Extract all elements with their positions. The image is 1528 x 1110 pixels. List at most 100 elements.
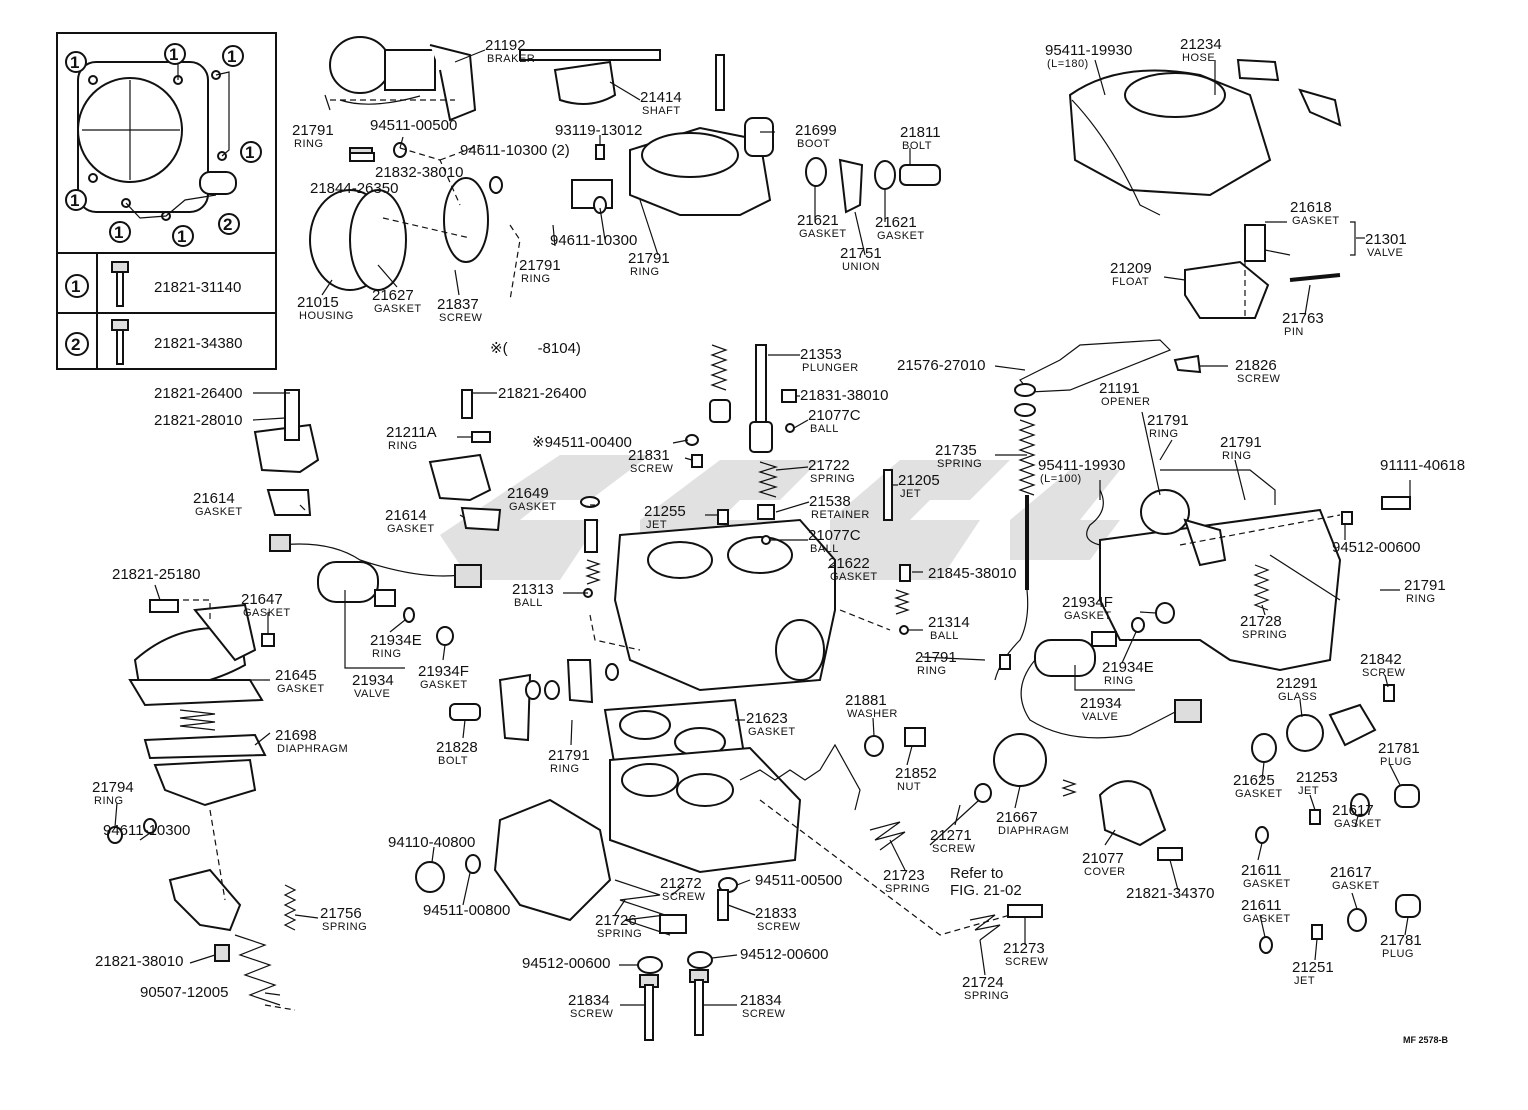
part-number: 21077C [808,527,861,544]
part-number: 21614 [385,507,427,524]
inset-callouts: 1 1 1 1 1 1 1 2 [65,43,262,247]
part-number: 21756 [320,905,362,922]
part-name: GASKET [799,228,847,240]
part-number: 21934 [1080,695,1122,712]
part-name: GASKET [748,726,796,738]
svg-text:1: 1 [70,191,79,210]
part-number: 94511-00500 [370,117,457,134]
leader-lines [114,49,1411,1011]
part-name: (L=180) [1047,58,1089,70]
part-number: 93119-13012 [555,122,642,139]
part-number: 21255 [644,503,686,520]
part-number: 94512-00600 [740,946,828,963]
part-number: 94511-00800 [423,902,510,919]
part-label-94511-00500: 94511-00500 [370,117,457,134]
part-number: 21723 [883,867,925,884]
part-name: RING [388,440,418,452]
part-number: 21077C [808,407,861,424]
part-name: SCREW [570,1008,614,1020]
part-name: DIAPHRAGM [998,825,1069,837]
part-number: 21251 [1292,959,1334,976]
part-number: 21627 [372,287,414,304]
refer-line1: Refer to [950,865,1003,882]
svg-text:1: 1 [114,223,123,242]
part-label-90507-12005: 90507-12005 [140,984,228,1001]
svg-text:1: 1 [227,47,236,66]
part-name: GASKET [1243,913,1291,925]
part-number: 21622 [828,555,870,572]
part-number: 21834 [568,992,610,1009]
part-name: SCREW [757,921,801,933]
part-number: 21821-38010 [95,953,183,970]
part-number: 21781 [1380,932,1422,949]
part-name: SCREW [662,891,706,903]
part-number: 21763 [1282,310,1324,327]
part-number: 21728 [1240,613,1282,630]
part-number: 21273 [1003,940,1045,957]
part-name: GASKET [1243,878,1291,890]
part-name: GLASS [1278,691,1317,703]
part-number: 21617 [1330,864,1372,881]
part-number: 21844-26350 [310,180,398,197]
part-number: 21192 [485,37,526,54]
part-number: 21934F [418,663,469,680]
part-label-94512-00600: 94512-00600 [740,946,828,963]
part-name: SCREW [742,1008,786,1020]
part-number: 21618 [1290,199,1332,216]
legend-row1-part: 21821-31140 [154,279,241,296]
part-name: SCREW [1005,956,1049,968]
part-name: SPRING [964,990,1009,1002]
part-number: 21576-27010 [897,357,985,374]
part-number: 21842 [1360,651,1402,668]
refer-line2: FIG. 21-02 [950,882,1022,899]
part-name: GASKET [1334,818,1382,830]
part-number: 21881 [845,692,887,709]
part-number: 21726 [595,912,637,929]
part-name: RING [521,273,551,285]
svg-text:1: 1 [169,45,178,64]
part-number: 21314 [928,614,970,631]
part-name: SCREW [630,463,674,475]
part-name: JET [900,488,921,500]
part-number: 21791 [519,257,561,274]
part-name: HOSE [1182,52,1215,64]
part-number: 21826 [1235,357,1277,374]
part-number: 21724 [962,974,1004,991]
legend-row2-num: 2 [71,335,80,354]
part-label-21821-26400: 21821-26400 [498,385,586,402]
svg-text:1: 1 [70,53,79,72]
part-number: 21821-26400 [154,385,242,402]
part-number: 21821-25180 [112,566,200,583]
part-name: GASKET [387,523,435,535]
part-number: 21794 [92,779,134,796]
part-name: VALVE [1367,247,1403,259]
part-number: 91111-40618 [1380,457,1465,474]
part-name: RETAINER [811,509,870,521]
part-number: ※94511-00400 [532,434,632,451]
